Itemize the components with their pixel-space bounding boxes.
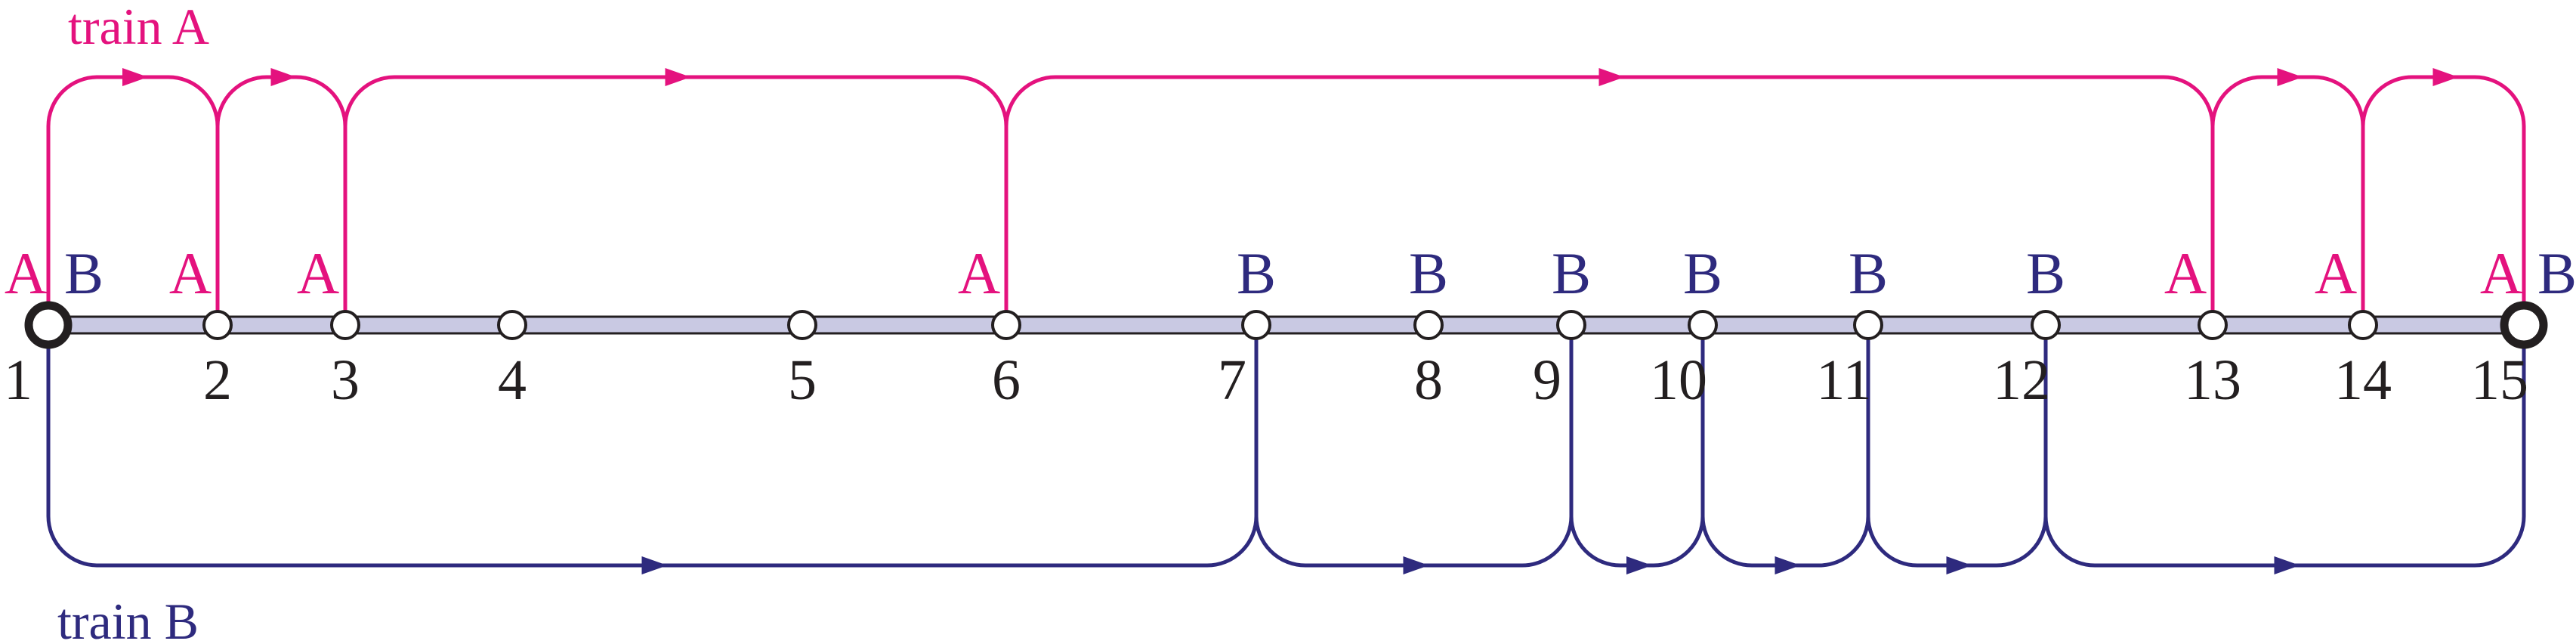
station-number-10: 10 (1650, 348, 1707, 412)
station-number-11: 11 (1816, 348, 1871, 412)
train-a-arrow-6-13 (1598, 68, 1625, 86)
train-b-arrow-9-10 (1626, 556, 1652, 574)
train-b-segment-12-15 (2043, 325, 2526, 568)
service-label-a-station-1: A (5, 240, 47, 306)
station-number-2: 2 (203, 348, 232, 412)
stations (24, 301, 2548, 349)
train-a-arrow-3-6 (665, 68, 691, 86)
station-number-15: 15 (2471, 348, 2528, 412)
station-number-7: 7 (1218, 348, 1246, 412)
track-bar (47, 315, 2525, 335)
station-number-12: 12 (1993, 348, 2050, 412)
station-11 (1853, 310, 1883, 340)
station-number-3: 3 (331, 348, 360, 412)
service-label-a-station-3: A (297, 240, 339, 306)
station-6 (991, 310, 1021, 340)
station-15-terminal (2500, 301, 2548, 349)
station-7 (1241, 310, 1271, 340)
train-a-arrow-1-2 (122, 68, 148, 86)
train-b-arrow-7-9 (1403, 556, 1429, 574)
station-number-6: 6 (992, 348, 1021, 412)
service-label-b-station-9: B (1552, 240, 1591, 306)
service-label-b-station-7: B (1237, 240, 1276, 306)
train-a-title: train A (68, 0, 209, 55)
service-label-b-station-10: B (1683, 240, 1722, 306)
station-4 (497, 310, 527, 340)
train-b-arrow-10-11 (1774, 556, 1801, 574)
train-b-arrow-12-15 (2274, 556, 2300, 574)
train-b-route (46, 325, 2526, 574)
service-label-b-station-8: B (1409, 240, 1448, 306)
service-label-a-station-2: A (169, 240, 212, 306)
station-12 (2031, 310, 2061, 340)
train-b-arrow-1-7 (641, 556, 668, 574)
station-9 (1556, 310, 1586, 340)
station-1-terminal (24, 301, 73, 349)
service-label-b-station-11: B (1849, 240, 1888, 306)
station-number-8: 8 (1414, 348, 1443, 412)
station-number-1: 1 (4, 348, 32, 412)
service-label-a-station-6: A (958, 240, 1000, 306)
service-label-b-station-12: B (2026, 240, 2065, 306)
station-2 (202, 310, 233, 340)
service-label-a-station-15: A (2480, 240, 2522, 306)
station-14 (2348, 310, 2378, 340)
station-number-9: 9 (1533, 348, 1561, 412)
station-3 (330, 310, 360, 340)
service-label-b-station-15: B (2537, 240, 2576, 306)
station-number-13: 13 (2184, 348, 2241, 412)
station-number-14: 14 (2334, 348, 2392, 412)
train-a-route (46, 68, 2526, 325)
train-a-arrow-13-14 (2277, 68, 2303, 86)
station-5 (787, 310, 817, 340)
station-13 (2198, 310, 2228, 340)
service-label-b-station-1: B (64, 240, 103, 306)
service-label-a-station-14: A (2315, 240, 2357, 306)
train-a-arrow-2-3 (270, 68, 297, 86)
station-number-4: 4 (498, 348, 527, 412)
train-a-segment-3-6 (343, 75, 1008, 325)
train-a-arrow-14-15 (2432, 68, 2459, 86)
station-number-5: 5 (788, 348, 817, 412)
train-b-arrow-11-12 (1946, 556, 1972, 574)
station-8 (1413, 310, 1444, 340)
track-line (47, 315, 2525, 335)
service-label-a-station-13: A (2164, 240, 2207, 306)
station-10 (1688, 310, 1718, 340)
train-b-title: train B (57, 593, 199, 644)
